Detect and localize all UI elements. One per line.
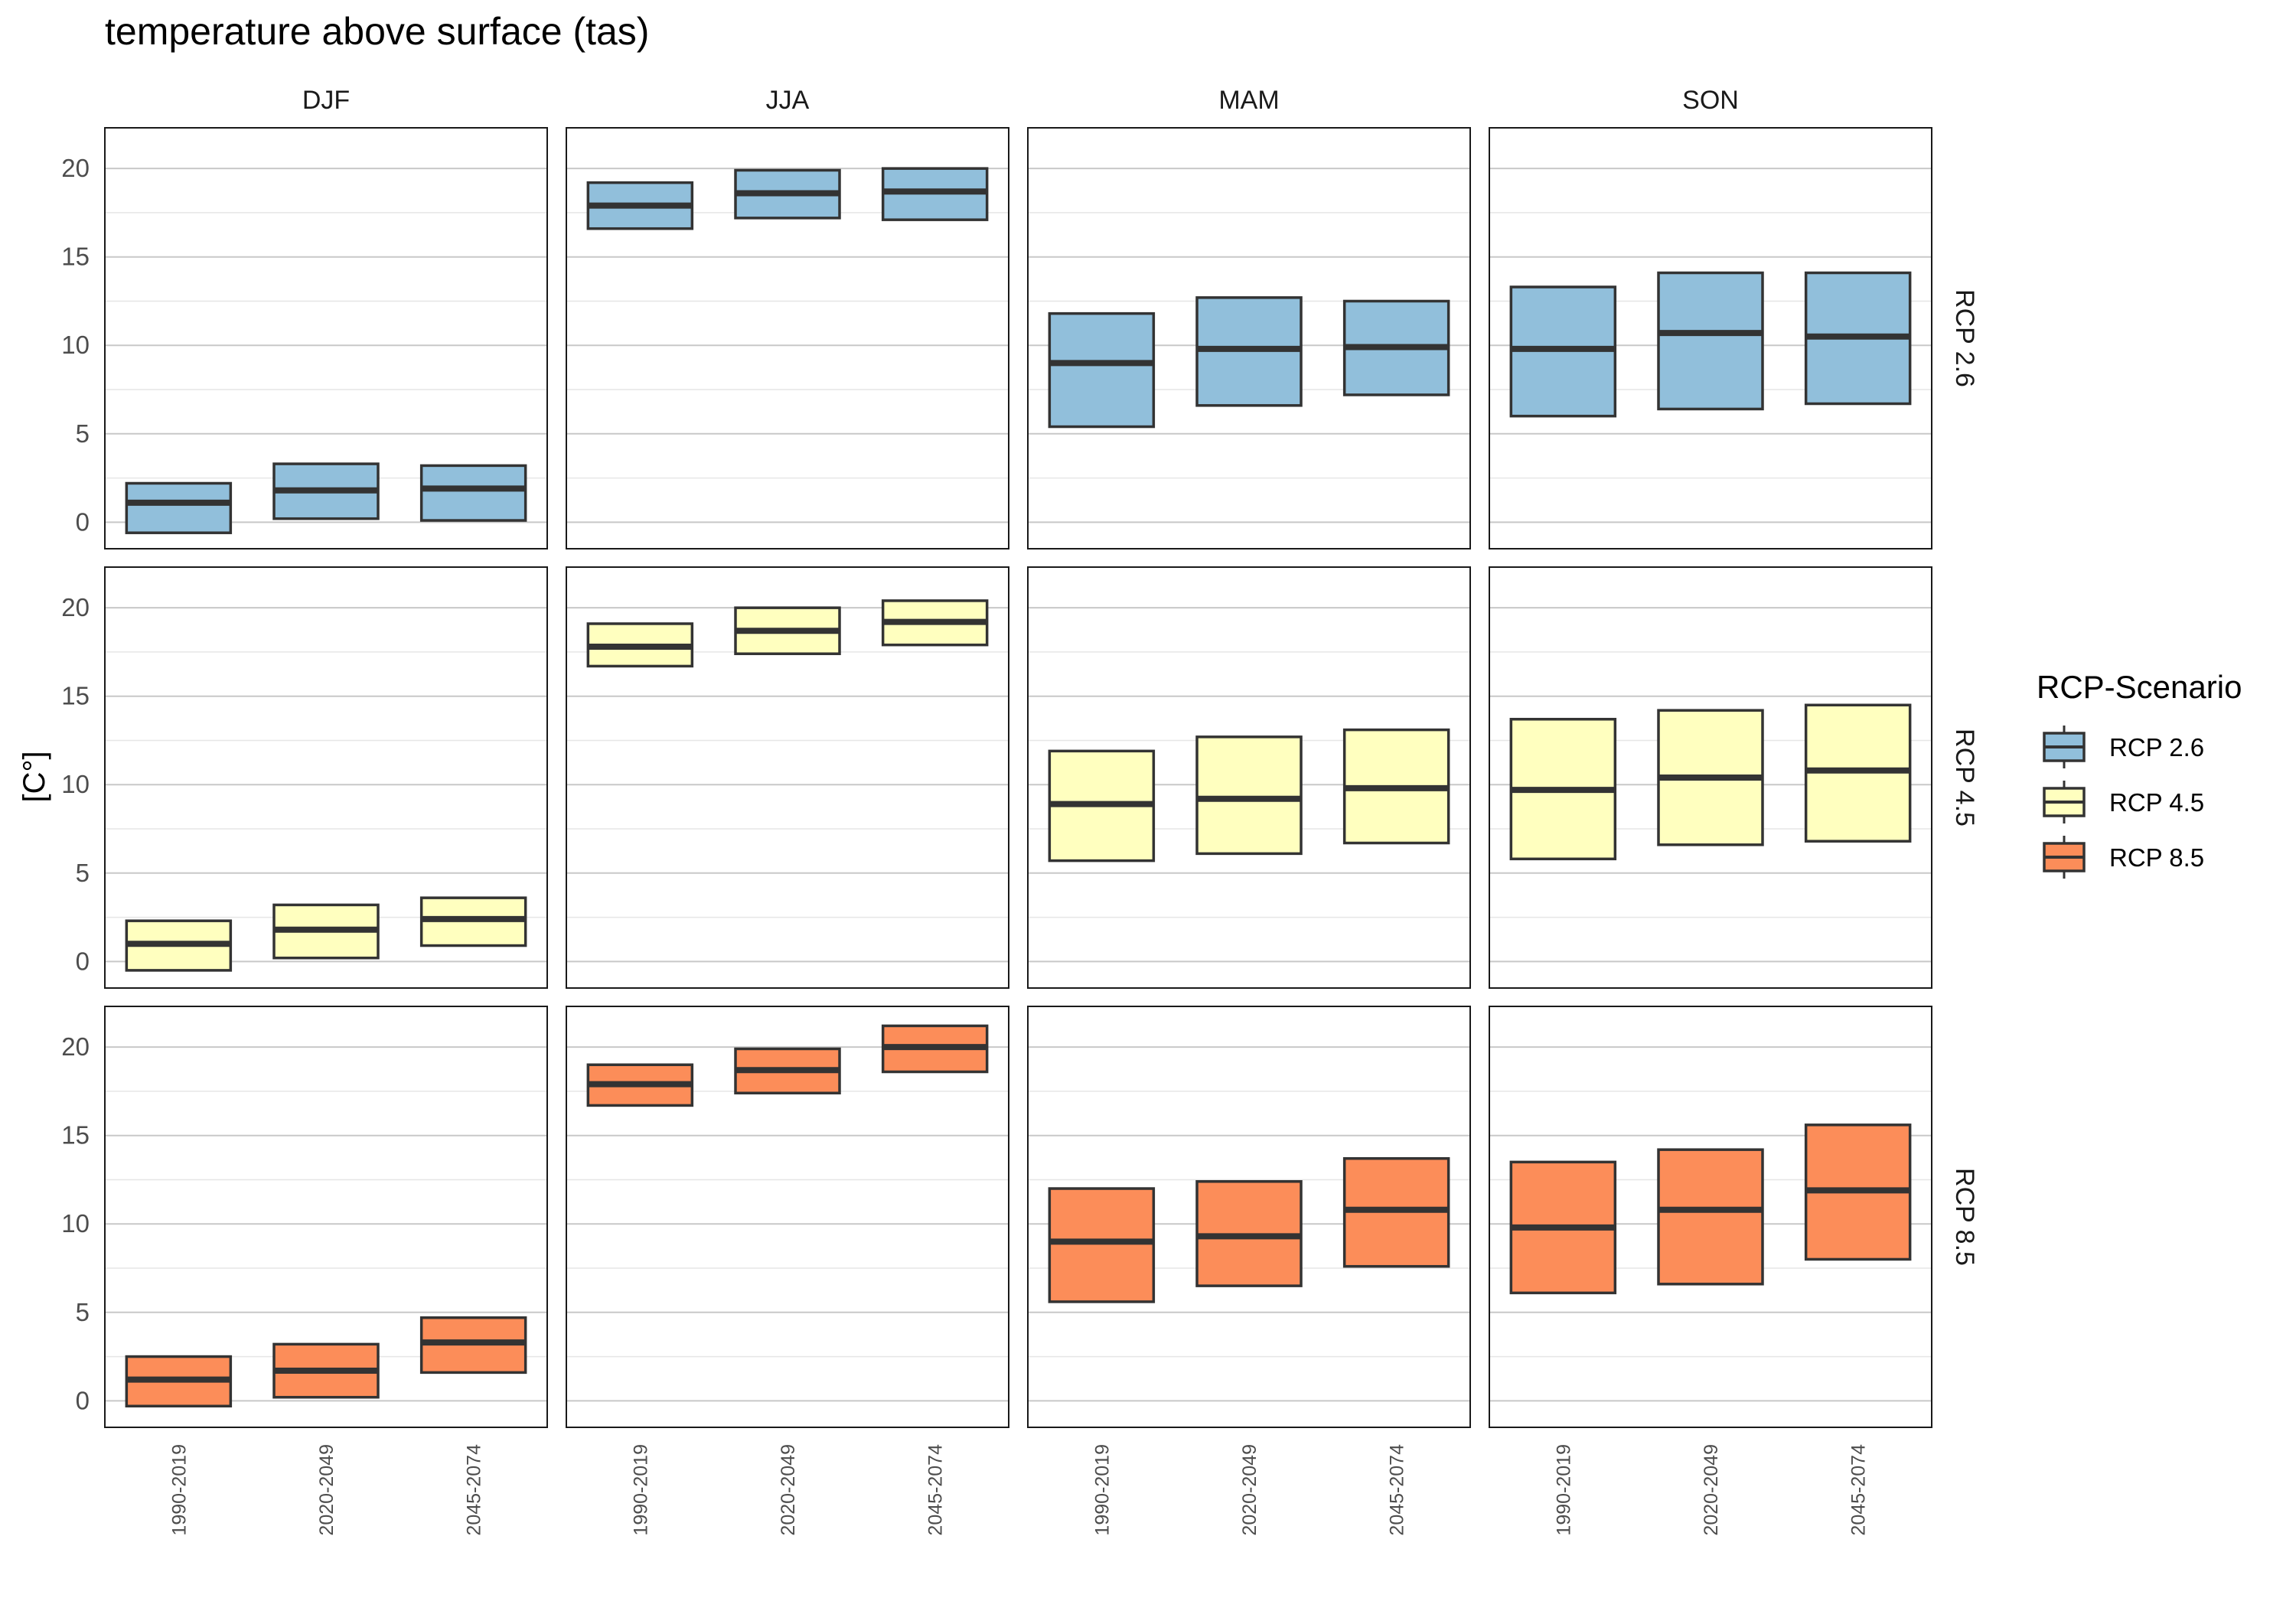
x-tick-label: 1990-2019 — [168, 1444, 190, 1536]
panel-border — [104, 1006, 548, 1428]
panel-jja-rcp-2-6 — [566, 127, 1009, 550]
panel-border — [1489, 127, 1932, 550]
legend-title: RCP-Scenario — [2037, 669, 2242, 705]
panel-border — [104, 566, 548, 989]
y-tick-label: 10 — [61, 770, 90, 798]
y-tick-label: 20 — [61, 1032, 90, 1061]
y-tick-label: 0 — [76, 947, 90, 975]
legend-item-rcp-2-6: RCP 2.6 — [2043, 726, 2204, 768]
box-son-rcp-8-5-2020-2049 — [1657, 1148, 1764, 1286]
strip-label-jja: JJA — [766, 86, 810, 115]
box-mam-rcp-2-6-1990-2019 — [1048, 311, 1156, 429]
box-djf-rcp-2-6-1990-2019 — [125, 481, 233, 534]
y-tick-label: 20 — [61, 154, 90, 182]
strip-label-rcp-4-5: RCP 4.5 — [1950, 729, 1979, 827]
panel-mam-rcp-2-6 — [1027, 127, 1471, 550]
x-tick-label: 2020-2049 — [316, 1444, 338, 1536]
legend-label: RCP 4.5 — [2109, 788, 2204, 817]
panel-jja-rcp-4-5 — [566, 566, 1009, 989]
strip-label-mam: MAM — [1218, 86, 1279, 115]
box-mam-rcp-8-5-1990-2019 — [1048, 1187, 1156, 1303]
panel-border — [1027, 1006, 1471, 1428]
x-tick-label: 2020-2049 — [778, 1444, 799, 1536]
y-tick-label: 5 — [76, 419, 90, 448]
x-tick-label: 1990-2019 — [1091, 1444, 1113, 1536]
panel-djf-rcp-2-6 — [104, 127, 548, 550]
y-tick-label: 15 — [61, 243, 90, 271]
x-tick-label: 2045-2074 — [464, 1444, 485, 1536]
y-tick-label: 10 — [61, 1209, 90, 1238]
box-djf-rcp-2-6-2045-2074 — [419, 464, 527, 522]
box-mam-rcp-4-5-2020-2049 — [1195, 735, 1303, 856]
x-tick-label: 2045-2074 — [925, 1444, 947, 1536]
strip-label-son: SON — [1682, 86, 1739, 115]
x-tick-label: 2020-2049 — [1701, 1444, 1722, 1536]
y-tick-label: 15 — [61, 1121, 90, 1150]
panel-border — [566, 566, 1009, 989]
legend-label: RCP 8.5 — [2109, 843, 2204, 872]
panel-border — [1027, 566, 1471, 989]
panel-jja-rcp-8-5 — [566, 1006, 1009, 1428]
y-tick-label: 15 — [61, 682, 90, 710]
y-tick-label: 5 — [76, 859, 90, 887]
y-tick-label: 10 — [61, 331, 90, 359]
panel-mam-rcp-4-5 — [1027, 566, 1471, 989]
strip-label-rcp-2-6: RCP 2.6 — [1950, 289, 1979, 387]
panel-djf-rcp-8-5 — [104, 1006, 548, 1428]
box-son-rcp-2-6-2020-2049 — [1657, 271, 1764, 411]
panel-djf-rcp-4-5 — [104, 566, 548, 989]
x-tick-label: 2020-2049 — [1239, 1444, 1261, 1536]
y-tick-label: 0 — [76, 1386, 90, 1414]
x-tick-label: 1990-2019 — [630, 1444, 651, 1536]
panel-border — [104, 127, 548, 550]
panel-border — [1489, 566, 1932, 989]
chart-title: temperature above surface (tas) — [105, 10, 649, 53]
panel-mam-rcp-8-5 — [1027, 1006, 1471, 1428]
strip-label-djf: DJF — [302, 86, 350, 115]
x-tick-label: 1990-2019 — [1553, 1444, 1574, 1536]
panel-border — [1027, 127, 1471, 550]
legend-item-rcp-4-5: RCP 4.5 — [2043, 781, 2204, 823]
panel-border — [566, 127, 1009, 550]
y-tick-label: 5 — [76, 1298, 90, 1326]
panel-border — [566, 1006, 1009, 1428]
legend-label: RCP 2.6 — [2109, 733, 2204, 761]
panel-son-rcp-4-5 — [1489, 566, 1932, 989]
x-tick-label: 2045-2074 — [1848, 1444, 1870, 1536]
panel-son-rcp-8-5 — [1489, 1006, 1932, 1428]
y-tick-label: 20 — [61, 593, 90, 621]
panel-border — [1489, 1006, 1932, 1428]
x-tick-label: 2045-2074 — [1387, 1444, 1408, 1536]
strip-label-rcp-8-5: RCP 8.5 — [1950, 1168, 1979, 1266]
panel-son-rcp-2-6 — [1489, 127, 1932, 550]
legend-item-rcp-8-5: RCP 8.5 — [2043, 836, 2204, 879]
y-tick-label: 0 — [76, 507, 90, 536]
y-axis-label: [C°] — [18, 751, 51, 802]
